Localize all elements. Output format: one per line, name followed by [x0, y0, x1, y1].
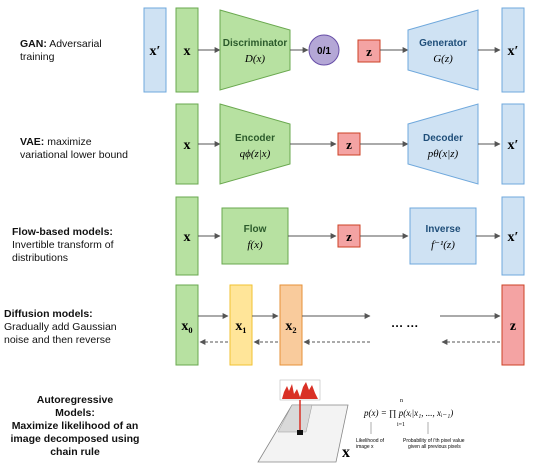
gan-output: 0/1 — [317, 46, 331, 57]
gan-x-prime-left-box — [143, 7, 167, 93]
ar-note-right-1: Probability of i'th pixel value — [403, 438, 465, 444]
gan-generator-block — [407, 9, 479, 91]
autoregressive-label: Autoregressive Models: Maximize likeliho… — [0, 394, 150, 459]
vae-encoder-name: Encoder — [235, 133, 275, 144]
vae-row: x Encoder qϕ(z|x) z Decoder pθ(x|z) x′ — [175, 103, 525, 185]
flow-label: Flow-based models: Invertible transform … — [12, 226, 147, 265]
ar-title-1: Autoregressive — [36, 394, 114, 406]
gan-discriminator-fn: D(x) — [244, 53, 265, 65]
diffusion-row: x₀ x₁ x₂ ··· ··· z — [175, 284, 525, 366]
gan-output-circle — [308, 34, 340, 66]
pixel-histogram — [279, 379, 321, 401]
ar-desc-1: Maximize likelihood of an — [11, 420, 139, 432]
diff-z-box — [501, 284, 525, 366]
vae-label: VAE: maximize variational lower bound — [20, 136, 145, 162]
flow-x-prime-box — [501, 196, 525, 276]
diffusion-title: Diffusion models: — [4, 308, 93, 320]
gan-discriminator-block — [219, 9, 291, 91]
inverse-block-fn: f⁻¹(z) — [431, 239, 455, 251]
diff-x1-box — [229, 284, 253, 366]
diff-x2: x₂ — [285, 319, 296, 334]
gan-discriminator-name: Discriminator — [223, 38, 288, 49]
vae-desc-1: maximize — [47, 136, 92, 148]
vae-decoder-fn: pθ(x|z) — [427, 148, 459, 160]
gan-x-prime-right-box — [501, 7, 525, 93]
gan-z-box — [357, 39, 381, 63]
vae-title: VAE: — [20, 136, 45, 148]
ar-formula-sub: i=1 — [397, 422, 405, 428]
gan-generator-fn: G(z) — [433, 53, 453, 65]
vae-desc-2: variational lower bound — [20, 149, 128, 161]
ar-note-right-2: given all previous pixels — [408, 444, 461, 450]
inverse-block — [409, 207, 477, 265]
autoregressive-row: p(x) = ∏ p(xᵢ|x₁, ..., xᵢ₋₁) n i=1 Likel… — [257, 379, 465, 463]
ar-formula-sup: n — [400, 398, 403, 404]
diffusion-label: Diffusion models: Gradually add Gaussian… — [4, 308, 144, 347]
gan-x-prime-left: x′ — [150, 44, 161, 59]
flow-block-fn: f(x) — [247, 239, 263, 251]
flow-z: z — [346, 229, 352, 244]
image-plane-filled — [277, 404, 313, 433]
gan-desc-2: training — [20, 51, 55, 63]
flow-title: Flow-based models: — [12, 226, 113, 238]
gan-label: GAN: Adversarial training — [20, 38, 130, 64]
diffusion-desc-2: noise and then reverse — [4, 334, 111, 346]
ar-note-left-2: image x — [356, 444, 374, 450]
vae-decoder-name: Decoder — [423, 133, 463, 144]
vae-x-prime-box — [501, 103, 525, 185]
vae-x: x — [184, 138, 191, 153]
vae-decoder-block — [407, 103, 479, 185]
gan-title: GAN: — [20, 38, 47, 50]
gan-x-prime-right: x′ — [508, 44, 519, 59]
gan-x: x — [184, 44, 191, 59]
ar-note-left-1: Likelihood of — [356, 438, 385, 444]
ar-x: x — [342, 444, 350, 461]
diff-x1: x₁ — [235, 319, 246, 334]
vae-z: z — [346, 137, 352, 152]
diff-x0-box — [175, 284, 199, 366]
gan-generator-name: Generator — [419, 38, 467, 49]
diff-dots: ··· ··· — [391, 319, 418, 333]
ar-desc-3: chain rule — [50, 446, 100, 458]
diff-z: z — [510, 319, 516, 334]
ar-title-2: Models: — [55, 407, 95, 419]
flow-desc-1: Invertible transform of — [12, 239, 114, 251]
gan-desc-1: Adversarial — [49, 38, 102, 50]
flow-x: x — [184, 230, 191, 245]
diff-x2-box — [279, 284, 303, 366]
gan-z: z — [366, 44, 372, 59]
vae-x-prime: x′ — [508, 138, 519, 153]
inverse-block-name: Inverse — [425, 224, 460, 235]
vae-encoder-block — [219, 103, 291, 185]
current-pixel — [297, 430, 303, 435]
flow-block — [221, 207, 289, 265]
flow-x-prime: x′ — [508, 230, 519, 245]
vae-encoder-fn: qϕ(z|x) — [240, 148, 271, 160]
ar-desc-2: image decomposed using — [10, 433, 140, 445]
flow-block-name: Flow — [244, 224, 267, 235]
diffusion-desc-1: Gradually add Gaussian — [4, 321, 117, 333]
ar-formula: p(x) = ∏ p(xᵢ|x₁, ..., xᵢ₋₁) — [363, 408, 453, 418]
diff-x0: x₀ — [181, 319, 192, 334]
flow-desc-2: distributions — [12, 252, 69, 264]
gan-row: x′ x Discriminator D(x) 0/1 z Generator … — [143, 7, 525, 93]
flow-row: x Flow f(x) z Inverse f⁻¹(z) x′ — [175, 196, 525, 276]
